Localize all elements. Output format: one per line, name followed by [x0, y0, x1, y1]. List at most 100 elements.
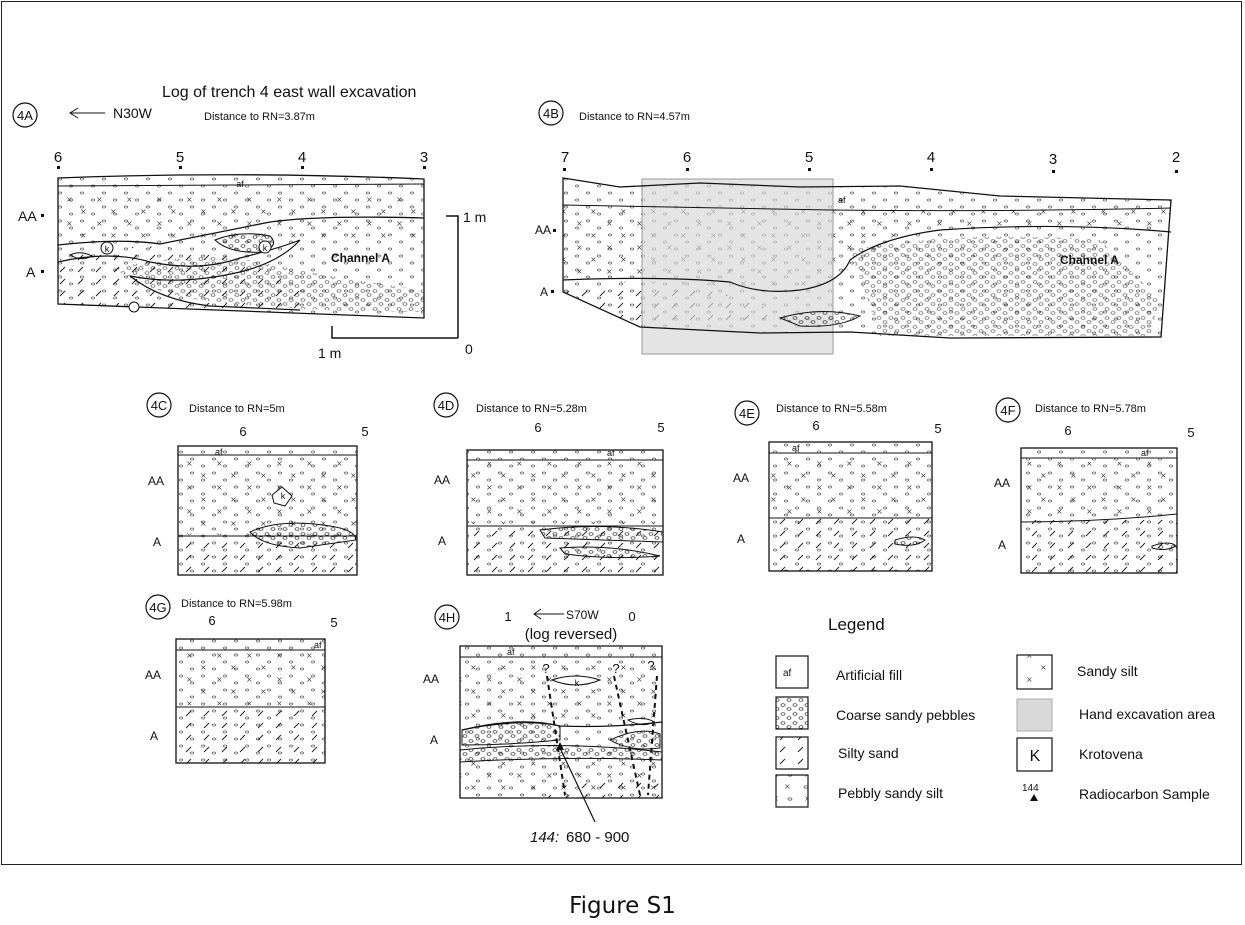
unit-aa-label: AA: [733, 471, 749, 485]
panel-4h: 4H 1 0 S70W (log reversed) k af ? ? ? 14…: [423, 604, 663, 846]
krotovena-label: k: [575, 678, 580, 688]
figure-caption: Figure S1: [569, 893, 676, 919]
unit-a-label: A: [737, 532, 745, 546]
panel-4a-direction: N30W: [113, 105, 153, 121]
artificial-fill-label: af: [1141, 448, 1149, 458]
legend-radiocarbon-code: 144: [1022, 783, 1039, 794]
panel-4g-label: 4G: [149, 600, 166, 615]
legend-swatch-coarse-pebbles: [775, 696, 809, 730]
legend-swatch-sandy-silt: [1016, 654, 1053, 690]
unit-aa-label: AA: [145, 668, 161, 682]
panel-4c: 4C Distance to RN=5m 6 5 k af AA A: [146, 392, 369, 576]
artificial-fill-label: af: [792, 443, 800, 453]
panel-4c-distance: Distance to RN=5m: [189, 403, 285, 415]
panel-4b-outline: [562, 177, 1172, 339]
legend-label: Radiocarbon Sample: [1079, 786, 1210, 802]
panel-4a-distance: Distance to RN=3.87m: [204, 111, 315, 123]
scale-horizontal-label: 1 m: [318, 345, 341, 361]
unit-aa-label: AA: [423, 672, 439, 686]
unit-a-label: A: [153, 535, 161, 549]
panel-4a-tick: 5: [176, 149, 184, 166]
panel-4b-distance: Distance to RN=4.57m: [579, 111, 690, 123]
legend-swatch-krotovena: [1016, 737, 1053, 772]
krotovena-label: k: [263, 243, 268, 253]
artificial-fill-label: af: [215, 447, 223, 457]
panel-4f-tick: 5: [1187, 425, 1194, 440]
artificial-fill-label: af: [507, 647, 515, 657]
radiocarbon-icon: [1030, 794, 1038, 801]
unit-aa-label: AA: [535, 223, 551, 237]
legend-label: Silty sand: [838, 745, 899, 761]
artificial-fill-label: af: [236, 179, 244, 189]
panel-4f-tick: 6: [1064, 423, 1071, 438]
channel-a-label: Channel A: [331, 251, 390, 265]
panel-4d: 4D Distance to RN=5.28m 6 5 af AA A: [433, 392, 665, 576]
panel-4b-label: 4B: [543, 106, 559, 121]
panel-4d-distance: Distance to RN=5.28m: [476, 403, 587, 415]
unit-a-label: A: [26, 264, 36, 280]
panel-4h-label: 4H: [439, 610, 456, 625]
panel-4b: 4B Distance to RN=4.57m 7 6 5 4 3 2 AA A…: [535, 100, 1180, 355]
panel-4e-tick: 6: [812, 418, 819, 433]
scale-zero-label: 0: [465, 341, 473, 357]
north-arrow-4a: [69, 107, 105, 119]
channel-a-label: Channel A: [1060, 253, 1119, 267]
panel-4c-tick: 5: [361, 424, 368, 439]
panel-4f-label: 4F: [1000, 403, 1015, 418]
fault-query-label: ?: [612, 661, 619, 676]
unit-a-label: A: [540, 285, 548, 299]
krotovena-label: k: [105, 244, 110, 254]
legend-label: Pebbly sandy silt: [838, 785, 943, 801]
panel-4g-tick: 5: [330, 615, 337, 630]
unit-a-label: A: [998, 538, 1006, 552]
legend-label: Coarse sandy pebbles: [836, 707, 975, 723]
panel-4g-distance: Distance to RN=5.98m: [181, 598, 292, 610]
panel-4d-tick: 6: [534, 420, 541, 435]
artificial-fill-label: af: [314, 640, 322, 650]
panel-4c-label: 4C: [151, 398, 168, 413]
unit-a-label: A: [430, 733, 438, 747]
panel-4e: 4E Distance to RN=5.58m 6 5 af AA A: [733, 400, 942, 572]
panel-4h-note: (log reversed): [525, 626, 618, 643]
panel-4f: 4F Distance to RN=5.78m 6 5 af AA A: [994, 397, 1195, 574]
unit-aa-label: AA: [148, 474, 164, 488]
panel-4e-distance: Distance to RN=5.58m: [776, 403, 887, 415]
panel-4a-tick: 3: [420, 149, 428, 166]
panel-4h-tick: 1: [504, 609, 511, 624]
figure-title: Log of trench 4 east wall excavation: [162, 84, 416, 101]
panel-4a-label: 4A: [17, 108, 33, 123]
scale-bar-4a: [331, 215, 459, 339]
legend-swatch-silty-sand: [775, 736, 809, 770]
legend: Legend af Artificial fill Coarse sandy p…: [775, 615, 1215, 808]
panel-4f-distance: Distance to RN=5.78m: [1035, 403, 1146, 415]
fault-query-label: ?: [647, 658, 654, 673]
legend-label: Hand excavation area: [1079, 706, 1215, 722]
unit-aa-label: AA: [18, 208, 37, 224]
krotovena-label: k: [281, 491, 286, 501]
legend-swatch-hand-excavation: [1016, 698, 1053, 732]
panel-4a-tick: 6: [54, 149, 62, 166]
direction-arrow-4h: [533, 608, 564, 620]
legend-label: Artificial fill: [836, 667, 902, 683]
legend-label: Sandy silt: [1077, 663, 1138, 679]
panel-4c-tick: 6: [239, 424, 246, 439]
unit-aa-label: AA: [994, 476, 1010, 490]
panel-4a-tick: 4: [298, 149, 306, 166]
panel-4g: 4G Distance to RN=5.98m 6 5 af AA A: [145, 594, 338, 764]
panel-4a: Log of trench 4 east wall excavation 4A …: [12, 84, 486, 361]
panel-4b-tick: 5: [805, 149, 813, 166]
figure-frame: [1, 1, 1242, 865]
artificial-fill-label: af: [838, 195, 846, 205]
unit-aa-label: AA: [434, 473, 450, 487]
sample-id: 144:: [530, 829, 559, 846]
scale-vertical-label: 1 m: [463, 209, 486, 225]
fault-query-label: ?: [542, 661, 549, 676]
panel-4b-tick: 4: [927, 149, 935, 166]
legend-k-swatch-text: K: [1030, 748, 1041, 765]
unit-a-label: A: [438, 534, 446, 548]
panel-4b-tick: 7: [561, 149, 569, 166]
radiocarbon-sample-marker: [556, 742, 564, 750]
panel-4h-tick: 0: [628, 609, 635, 624]
panel-4b-tick: 3: [1049, 151, 1057, 168]
